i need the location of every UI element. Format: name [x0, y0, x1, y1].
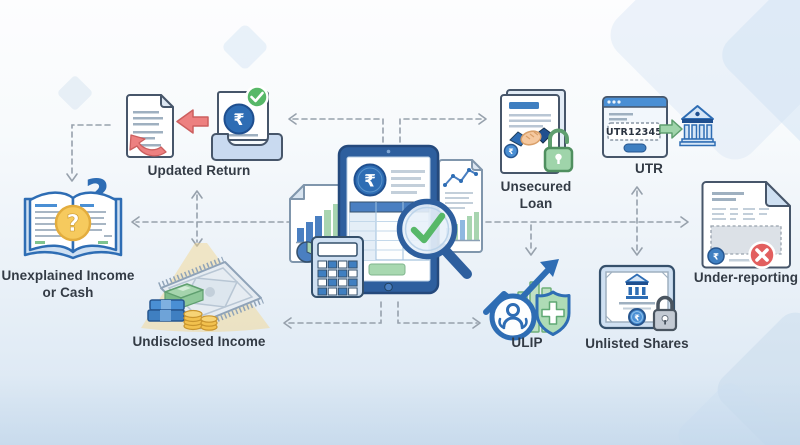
rupee-coin-icon: [707, 247, 725, 265]
bank-icon: [679, 105, 716, 147]
unexplained-income-label-line1: Unexplained Income: [1, 268, 135, 283]
connector-arrowheads: [66, 113, 689, 329]
question-glyph: ?: [66, 211, 79, 237]
undisclosed-income-label: Undisclosed Income: [132, 334, 266, 349]
rupee-glyph: ₹: [634, 314, 640, 323]
transfer-arrow-icon: [659, 119, 683, 139]
node-unexplained-income: ? ? Unexplained Income or Cash: [0, 172, 140, 304]
rupee-coin-icon: [223, 103, 255, 135]
left-arrow-icon: [176, 109, 209, 134]
updated-return-label: Updated Return: [147, 163, 251, 178]
ulip-icon: [483, 259, 571, 341]
node-utr: UTR12345 UTR: [596, 94, 720, 180]
camera-dot-icon: [386, 149, 391, 154]
under-reporting-icon: ₹: [701, 181, 791, 269]
person-care-badge-icon: [489, 293, 537, 341]
open-book-question-icon: ? ?: [23, 172, 123, 260]
unsecured-loan-label-line2: Loan: [519, 196, 553, 211]
rupee-circle-icon: [353, 163, 387, 197]
check-icon: [410, 212, 446, 244]
ulip-label: ULIP: [511, 335, 543, 350]
browser-dots-icon: [607, 100, 621, 104]
unsecured-loan-icon: ₹: [500, 89, 574, 174]
utr-browser-icon: UTR12345: [602, 96, 716, 158]
rupee-glyph: ₹: [508, 147, 513, 156]
node-central-illustration: ₹: [283, 140, 505, 300]
bottom-gradient-band: [0, 375, 800, 445]
filed-return-tray-icon: ₹: [211, 85, 283, 161]
node-unsecured-loan: ₹ Unsecured Loan: [494, 88, 579, 218]
insurance-shield-icon: [535, 290, 571, 336]
open-padlock-icon: [543, 128, 574, 173]
tax-audit-illustration: ₹: [289, 144, 483, 298]
unsecured-loan-label-line1: Unsecured: [500, 179, 572, 194]
ledger-lines: [35, 204, 112, 244]
node-undisclosed-income: Undisclosed Income: [127, 240, 277, 352]
check-badge-icon: [245, 85, 269, 109]
money-under-carpet-icon: [141, 243, 270, 332]
approve-button-icon: [368, 263, 406, 276]
under-reporting-label: Under-reporting: [693, 270, 799, 285]
calculator-icon: [311, 236, 364, 298]
rupee-glyph: ₹: [364, 172, 376, 192]
home-button-icon: [384, 282, 393, 292]
curved-arrow-icon: [129, 134, 167, 157]
submit-button-icon[interactable]: [623, 143, 647, 153]
node-unlisted-shares: ₹ Unlisted Shares: [585, 262, 690, 356]
node-under-reporting: ₹ Under-reporting: [693, 180, 800, 290]
magnifier-check-icon: [396, 198, 472, 279]
question-coin-icon: [54, 204, 92, 242]
error-badge-icon: [748, 241, 776, 269]
locked-padlock-icon: [652, 295, 678, 332]
bank-icon: [625, 273, 649, 299]
unlisted-shares-icon: ₹: [598, 264, 678, 332]
updated-return-icon: ₹: [126, 85, 283, 161]
rupee-coin-icon: [503, 143, 519, 159]
utr-field-value: UTR12345: [606, 127, 662, 138]
unlisted-shares-label: Unlisted Shares: [585, 336, 689, 351]
utr-label: UTR: [634, 161, 664, 176]
node-updated-return: ₹ Updated Return: [114, 84, 284, 182]
form-lines: [712, 208, 769, 220]
node-ulip: ULIP: [480, 256, 575, 354]
unexplained-income-label-line2: or Cash: [42, 285, 94, 300]
rupee-glyph: ₹: [713, 253, 719, 263]
handshake-icon: [509, 127, 553, 147]
coin-stack-icon: [183, 309, 218, 331]
rupee-glyph: ₹: [233, 110, 244, 129]
growth-arrowhead-icon: [540, 259, 559, 277]
